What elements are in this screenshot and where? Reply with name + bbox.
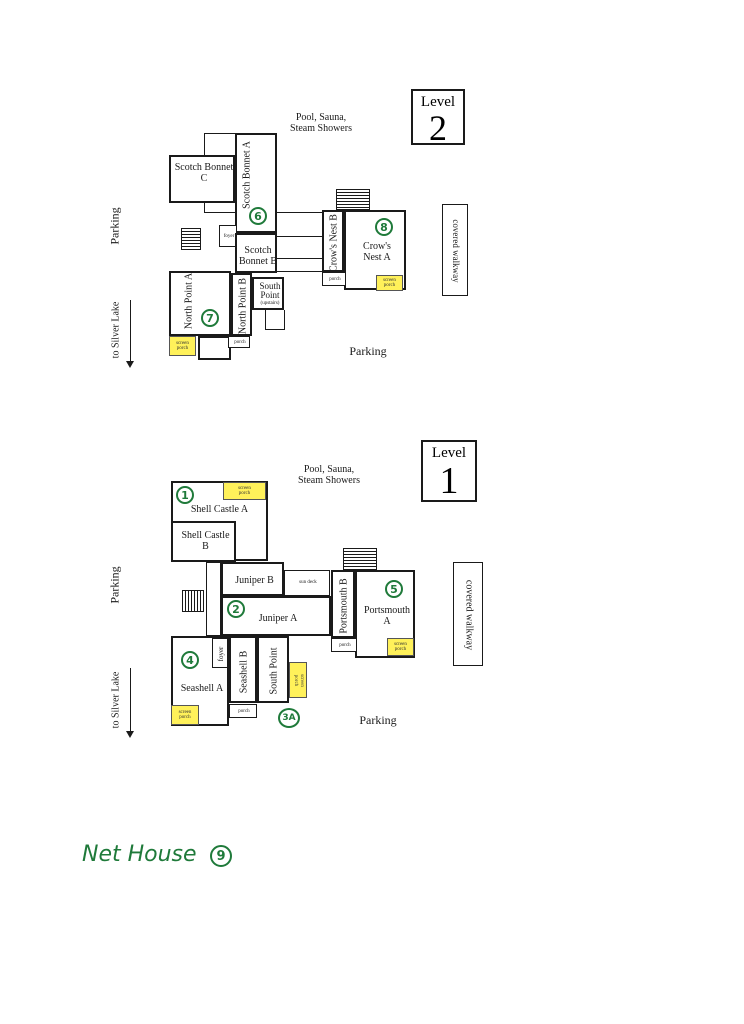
level-1-parking-bottom: Parking — [359, 713, 397, 727]
room-scotch-bonnet-c[interactable]: Scotch Bonnet C — [169, 155, 235, 203]
marker-5: 5 — [385, 580, 403, 598]
level-1-number: 1 — [439, 460, 459, 502]
marker-7: 7 — [201, 309, 219, 327]
level-2-parking-bottom: Parking — [349, 344, 387, 358]
room-shell-castle-b[interactable]: Shell Castle B — [171, 521, 236, 562]
room-scotch-bonnet-a[interactable]: Scotch Bonnet A — [235, 133, 277, 233]
level-1-amenities: Pool, Sauna, Steam Showers — [298, 464, 360, 486]
marker-8: 8 — [375, 218, 393, 236]
level-1-stairs-left — [182, 590, 204, 612]
level-2-amenities: Pool, Sauna, Steam Showers — [290, 112, 352, 134]
level-1-sun-deck: sun deck — [284, 570, 330, 596]
room-north-point-b[interactable]: North Point B — [231, 273, 252, 336]
marker-6: 6 — [249, 207, 267, 225]
level-2-stairs-left — [181, 228, 201, 250]
level-2-stairs-right — [336, 189, 370, 210]
level-2-badge: Level 2 — [411, 89, 465, 148]
level-2-covered-walkway: covered walkway — [442, 204, 468, 296]
level-1-badge: Level 1 — [421, 440, 477, 502]
level-2-porch-left: porch — [228, 336, 250, 348]
room-juniper-b[interactable]: Juniper B — [221, 562, 284, 596]
level-1-porch-right: porch — [331, 638, 357, 652]
room-south-point-upstairs[interactable]: South Point (upstairs) — [252, 277, 284, 310]
marker-3a: 3A — [278, 708, 300, 728]
marker-1: 1 — [176, 486, 194, 504]
room-scotch-bonnet-b[interactable]: Scotch Bonnet B — [235, 233, 277, 273]
marker-4: 4 — [181, 651, 199, 669]
level-1-porch-left: porch — [229, 704, 257, 718]
level-1-covered-walkway: covered walkway — [453, 562, 483, 666]
level-2-word: Level — [420, 94, 456, 110]
level-2-to-silver-lake: to Silver Lake — [110, 301, 122, 359]
level-2-parking-side: Parking — [107, 207, 122, 245]
level-2-south-point-stem — [265, 310, 285, 330]
level-2-connector-lower — [277, 258, 322, 272]
level-2-porch-right: porch — [322, 272, 346, 286]
north-point-a-lower — [198, 336, 231, 360]
level-1-parking-side: Parking — [107, 566, 122, 604]
level-1-to-silver-lake: to Silver Lake — [110, 671, 122, 729]
level-1-stairs-right — [343, 548, 377, 570]
level-2-number: 2 — [429, 108, 447, 148]
marker-9: 9 — [210, 845, 232, 867]
net-house-label: Net House — [82, 842, 197, 867]
room-portsmouth-b[interactable]: Portsmouth B — [331, 570, 355, 638]
room-crows-nest-b[interactable]: Crow's Nest B — [322, 210, 344, 272]
room-shell-castle-a[interactable]: Shell Castle A — [190, 504, 249, 515]
level-1-left-passage — [206, 562, 221, 636]
level-2-connector-upper — [277, 212, 322, 237]
marker-2: 2 — [227, 600, 245, 618]
room-seashell-b[interactable]: Seashell B — [229, 636, 257, 703]
level-1-word: Level — [431, 445, 467, 461]
level-1-foyer-left: foyer — [212, 638, 228, 668]
room-south-point[interactable]: South Point — [257, 636, 289, 703]
room-north-point-a[interactable]: North Point A — [169, 271, 231, 336]
level-2-lake-arrow — [126, 300, 134, 368]
level-1-lake-arrow — [126, 668, 134, 738]
